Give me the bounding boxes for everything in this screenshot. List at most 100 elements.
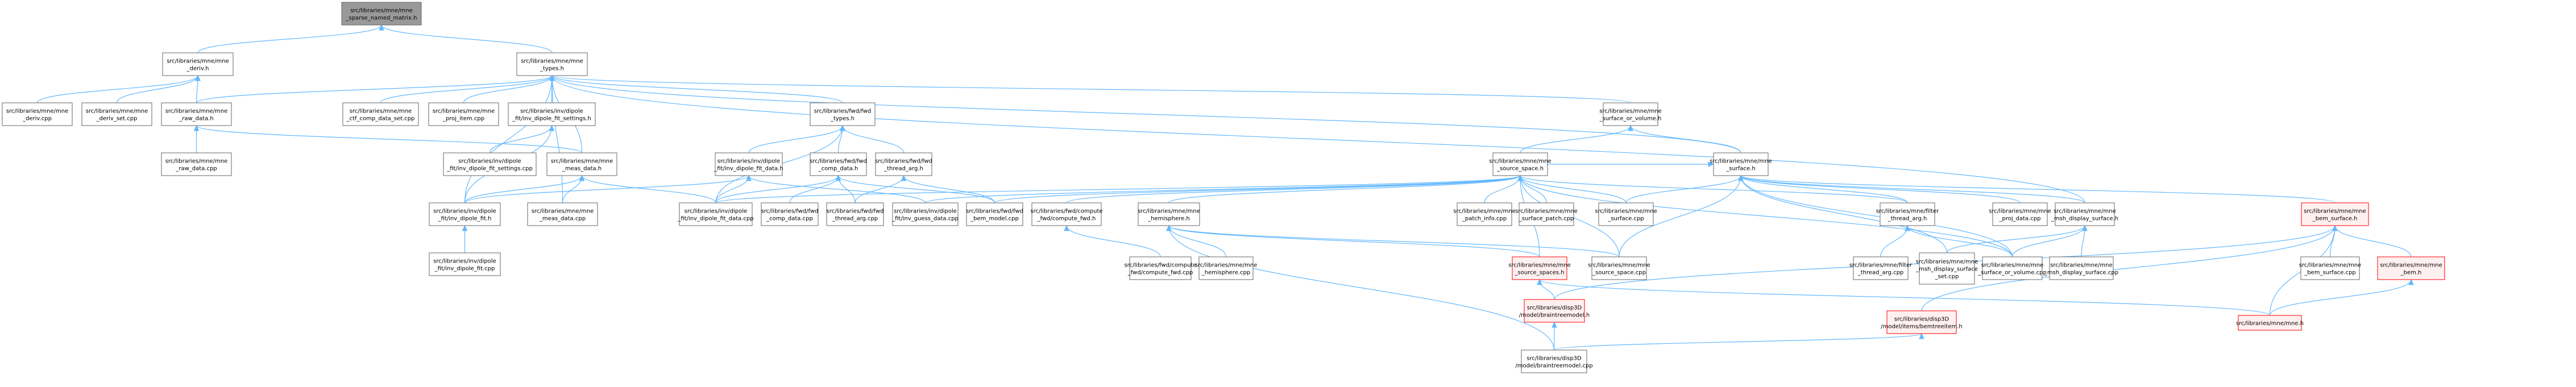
node-box (1524, 299, 1585, 323)
dependency-edge (1168, 225, 1555, 351)
node-box (429, 202, 501, 226)
file-node[interactable]: src/libraries/mne/filter_thread_arg.h (1876, 202, 1939, 226)
file-node[interactable]: src/libraries/fwd/compute_fwd/compute_fw… (1124, 256, 1197, 280)
file-node[interactable]: src/libraries/fwd/fwd_comp_data.h (810, 152, 867, 176)
node-box (826, 202, 884, 226)
node-label-line: src/libraries/mne/mne (1916, 259, 1978, 265)
node-label-line: _sparse_named_matrix.h (346, 15, 417, 22)
file-node[interactable]: src/libraries/mne/mne_source_spaces.h (1508, 256, 1571, 280)
node-label-line: _fit/inv_dipole_fit.h (438, 216, 492, 222)
arrowhead-icon (1708, 161, 1715, 167)
file-node[interactable]: src/libraries/mne/mne_surface_patch.cpp (1515, 202, 1578, 226)
node-box (2377, 256, 2445, 280)
node-label-line: src/libraries/inv/dipole (894, 209, 957, 215)
file-node[interactable]: src/libraries/disp3D/model/braintreemode… (1515, 349, 1593, 373)
dependency-edge (551, 75, 2085, 203)
file-node[interactable]: src/libraries/mne/mne_deriv_set.cpp (81, 102, 152, 126)
node-label-line: src/libraries/mne/mne (86, 109, 148, 115)
dependency-edge (1740, 175, 2021, 203)
file-node[interactable]: src/libraries/mne/mne.h (2236, 315, 2304, 331)
node-box (679, 202, 753, 226)
file-node[interactable]: src/libraries/mne/mne_patch_info.cpp (1453, 202, 1516, 226)
file-node[interactable]: src/libraries/mne/mne_surface_or_volume.… (1599, 102, 1662, 126)
dependency-edge (464, 175, 583, 203)
node-label-line: _thread_arg.h (883, 166, 923, 172)
file-node[interactable]: src/libraries/mne/mne_meas_data.h (546, 152, 617, 176)
file-node[interactable]: src/libraries/mne/mne_surface_or_volume.… (1977, 256, 2047, 280)
file-node[interactable]: src/libraries/inv/dipole_fit/inv_dipole_… (677, 202, 754, 226)
file-node[interactable]: src/libraries/inv/dipole_fit/inv_dipole_… (429, 252, 501, 276)
file-node[interactable]: src/libraries/mne/mne_bem_surface.h (2301, 202, 2369, 226)
file-node[interactable]: src/libraries/mne/filter_thread_arg.cpp (1849, 256, 1913, 280)
file-node[interactable]: src/libraries/mne/mne_bem_surface.cpp (2299, 256, 2362, 280)
file-node[interactable]: src/libraries/fwd/fwd_comp_data.cpp (761, 202, 819, 226)
arrowhead-icon (1166, 224, 1172, 231)
node-label-line: _hemisphere.cpp (1201, 270, 1250, 276)
node-box (2, 102, 73, 126)
node-box (1886, 310, 1957, 334)
file-node[interactable]: src/libraries/disp3D/model/braintreemode… (1519, 299, 1590, 323)
file-node[interactable]: src/libraries/fwd/compute_fwd/compute_fw… (1030, 202, 1103, 226)
node-box (1880, 202, 1935, 226)
node-label-line: src/libraries/mne/mne (1195, 263, 1258, 269)
file-node[interactable]: src/libraries/mne/mne_msh_display_surfac… (1915, 252, 1978, 285)
node-label-line: _thread_arg.cpp (832, 216, 878, 222)
file-node[interactable]: src/libraries/mne/mne_deriv.cpp (2, 102, 73, 126)
file-node[interactable]: src/libraries/fwd/fwd_types.h (810, 102, 876, 126)
file-node[interactable]: src/libraries/mne/mne_ctf_comp_data_set.… (342, 102, 419, 126)
file-node[interactable]: src/libraries/inv/dipole_fit/inv_dipole_… (429, 202, 501, 226)
node-label-line: _bem_surface.cpp (2304, 270, 2356, 276)
file-node[interactable]: src/libraries/mne/mne_bem.h (2377, 256, 2445, 280)
node-box (715, 152, 783, 176)
dependency-edge (1740, 175, 2085, 203)
file-node[interactable]: src/libraries/inv/dipole_fit/inv_dipole_… (714, 152, 783, 176)
node-label-line: src/libraries/fwd/compute (1124, 263, 1196, 269)
file-node[interactable]: src/libraries/mne/mne_hemisphere.h (1138, 202, 1200, 226)
root-node[interactable]: src/libraries/mne/mne_sparse_named_matri… (341, 2, 422, 26)
arrowhead-icon (1738, 174, 1744, 181)
node-label-line: src/libraries/fwd/compute (1030, 209, 1102, 215)
node-label-line: src/libraries/fwd/fwd (875, 159, 932, 165)
node-label-line: src/libraries/inv/dipole (433, 259, 496, 265)
file-node[interactable]: src/libraries/inv/dipole_fit/inv_dipole_… (443, 152, 537, 176)
file-node[interactable]: src/libraries/mne/mne_source_space.cpp (1588, 256, 1650, 280)
node-box (1598, 202, 1654, 226)
node-label-line: src/libraries/mne/mne (2050, 263, 2113, 269)
file-node[interactable]: src/libraries/mne/mne_surface.h (1710, 152, 1772, 176)
dependency-edge (837, 175, 995, 203)
dependency-edge (1625, 175, 1741, 203)
file-node[interactable]: src/libraries/mne/mne_raw_data.cpp (161, 152, 232, 176)
file-node[interactable]: src/libraries/inv/dipole_fit/inv_dipole_… (508, 102, 596, 126)
file-node[interactable]: src/libraries/fwd/fwd_thread_arg.cpp (826, 202, 884, 226)
dependency-edge (1907, 225, 2013, 257)
file-node[interactable]: src/libraries/fwd/fwd_bem_model.cpp (966, 202, 1023, 226)
file-node[interactable]: src/libraries/mne/mne_meas_data.cpp (527, 202, 598, 226)
file-node[interactable]: src/libraries/mne/mne_surface.cpp (1595, 202, 1657, 226)
file-node[interactable]: src/libraries/disp3D/model/items/bemtree… (1881, 310, 1963, 334)
node-box (162, 52, 234, 76)
arrowhead-icon (579, 174, 585, 181)
file-node[interactable]: src/libraries/mne/mne_msh_display_surfac… (2051, 202, 2118, 226)
file-node[interactable]: src/libraries/mne/mne_source_space.h (1489, 152, 1552, 176)
file-node[interactable]: src/libraries/mne/mne_deriv.h (162, 52, 234, 76)
file-node[interactable]: src/libraries/inv/dipole_fit/inv_guess_d… (891, 202, 959, 226)
node-label-line: _patch_info.cpp (1462, 216, 1507, 222)
node-label-line: src/libraries/mne/mne (1515, 209, 1578, 215)
dependency-edge (1520, 175, 2013, 257)
file-node[interactable]: src/libraries/mne/mne_raw_data.h (161, 102, 232, 126)
dependency-edge (551, 75, 563, 203)
arrowhead-icon (2408, 278, 2414, 285)
node-label-line: /model/items/bemtreeitem.h (1881, 324, 1963, 330)
node-label-line: src/libraries/mne/mne (1138, 209, 1200, 215)
node-box (892, 202, 959, 226)
file-node[interactable]: src/libraries/mne/mne_msh_display_surfac… (2044, 256, 2118, 280)
arrowhead-icon (2332, 224, 2338, 231)
file-node[interactable]: src/libraries/mne/mne_proj_data.cpp (1989, 202, 2051, 226)
file-node[interactable]: src/libraries/mne/mne_proj_item.cpp (428, 102, 499, 126)
file-node[interactable]: src/libraries/mne/mne_hemisphere.cpp (1195, 256, 1258, 280)
arrowhead-icon (379, 24, 384, 31)
node-label-line: _deriv.cpp (22, 116, 52, 122)
file-node[interactable]: src/libraries/mne/mne_types.h (516, 52, 588, 76)
node-box (81, 102, 152, 126)
file-node[interactable]: src/libraries/fwd/fwd_thread_arg.h (875, 152, 932, 176)
